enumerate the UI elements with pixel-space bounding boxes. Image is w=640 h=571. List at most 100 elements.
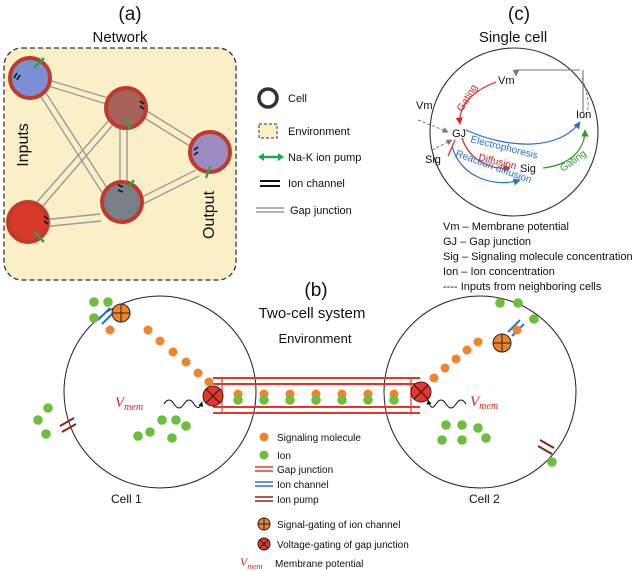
vmem-arrow-cell-1 [163,399,204,409]
network-cell-1 [8,56,52,100]
signaling-molecule [168,347,178,357]
reaction-diffusion-arrow [451,145,521,186]
node-ion: Ion [576,109,591,121]
ion-particle [547,457,557,467]
legend-b-item: Voltage-gating of gap junction [277,540,409,551]
ion-pump-icon [255,496,273,502]
node-gj: GJ [452,128,466,140]
panel-b-label: (b) [304,280,327,301]
signaling-molecule [193,368,203,378]
vmem-label-cell-2: Vmem [470,394,498,412]
ion-particle [513,298,523,308]
cell-1-label: Cell 1 [111,492,142,506]
panel-a-title: Network [92,29,148,46]
ion-particle [389,395,399,405]
signaling-molecule [143,325,153,335]
environment-label: Environment [279,331,352,346]
ion-particle [103,297,113,307]
sig-gj-link [447,139,456,157]
legend-a-item: Na-K ion pump [288,152,361,164]
ion-to-vm-arrow [512,69,580,77]
legend-b-item: Ion [277,451,291,462]
diffusion-arrow [461,137,511,173]
panel-c: (c) Single cell Vm Vm GJ Sig Sig Ion Gat… [416,4,633,293]
ion-particle [259,395,269,405]
network-cell-3 [188,130,232,179]
ion-particle [311,395,321,405]
pump-arrow-icon [127,179,135,189]
signaling-molecule [473,337,483,347]
cell-2-membrane [383,295,577,489]
ion-pump-icon [59,417,77,433]
voltage-gating-icon [257,537,271,551]
legend-b-item: Gap junction [277,465,333,476]
ion-particle [285,395,295,405]
panel-b: (b) Two-cell system Environment [33,280,577,571]
node-vm-inner: Vm [498,75,515,87]
ion-channel-icon [255,481,273,487]
network-cell-5 [6,200,50,244]
signaling-molecule [105,325,115,335]
legend-b-item: Ion pump [277,495,319,506]
ion-particle [457,420,467,430]
network-cell-2 [104,86,148,131]
legend-a-item: Cell [288,93,307,105]
vmem-icon: Vmem [240,555,263,571]
ion-particle [481,433,491,443]
signal-gating-icon [492,333,512,353]
vmem-label-cell-1: Vmem [115,395,143,413]
ion-particle [363,395,373,405]
cell-1-membrane [63,295,257,489]
ion-particle [41,429,51,439]
ion-particle [171,415,181,425]
ion-particle [233,395,243,405]
ion-particle [473,423,483,433]
pump-arrow-icon [124,117,132,131]
legend-b: Signaling molecule Ion Gap junction Ion … [240,432,409,571]
gating-green-arrow [542,129,589,169]
ion-particle [43,403,53,413]
ion-particle [441,420,451,430]
cell-icon [257,87,279,109]
node-vm-outer: Vm [416,100,433,112]
signaling-molecule [440,363,450,373]
signaling-molecule [429,373,439,383]
voltage-gating-icon [410,381,432,403]
input-arrow [581,77,589,119]
legend-b-item: Membrane potential [275,559,363,570]
signaling-molecule [512,325,522,335]
legend-b-item: Signal-gating of ion channel [277,520,400,531]
output-label: Output [201,190,218,239]
node-sig-inner: Sig [520,163,536,175]
ion-particle [437,435,447,445]
panel-a: (a) Network Inputs Output [3,4,361,281]
signaling-molecule-icon [259,432,269,442]
ion-channel-icon [260,180,280,187]
ion-particle [133,431,143,441]
legend-c-item: ---- Inputs from neighboring cells [443,281,602,293]
panel-a-label: (a) [118,4,141,25]
legend-c: Vm – Membrane potential GJ – Gap junctio… [443,221,633,293]
ion-particle [89,297,99,307]
legend-a-item: Environment [288,126,350,138]
panel-b-title: Two-cell system [259,305,366,322]
pump-arrow-icon [33,231,45,243]
signaling-molecule [181,357,191,367]
environment-icon [258,123,278,139]
ion-particle [33,415,43,425]
signaling-molecule [462,345,472,355]
ion-particle [181,421,191,431]
pump-arrow-icon [258,153,284,161]
pump-arrow-icon [33,57,45,69]
network-gap-junctions [29,77,206,228]
ion-particle [337,395,347,405]
legend-c-item: Sig – Signaling molecule concentration [443,251,633,263]
legend-b-item: Signaling molecule [277,433,361,444]
voltage-gating-icon [202,385,224,407]
legend-c-item: GJ – Gap junction [443,236,531,248]
panel-c-label: (c) [508,4,530,25]
pump-arrow-icon [204,165,212,179]
inputs-label: Inputs [15,123,32,167]
legend-a: Cell Environment Na-K ion pump Ion chann… [256,87,361,217]
